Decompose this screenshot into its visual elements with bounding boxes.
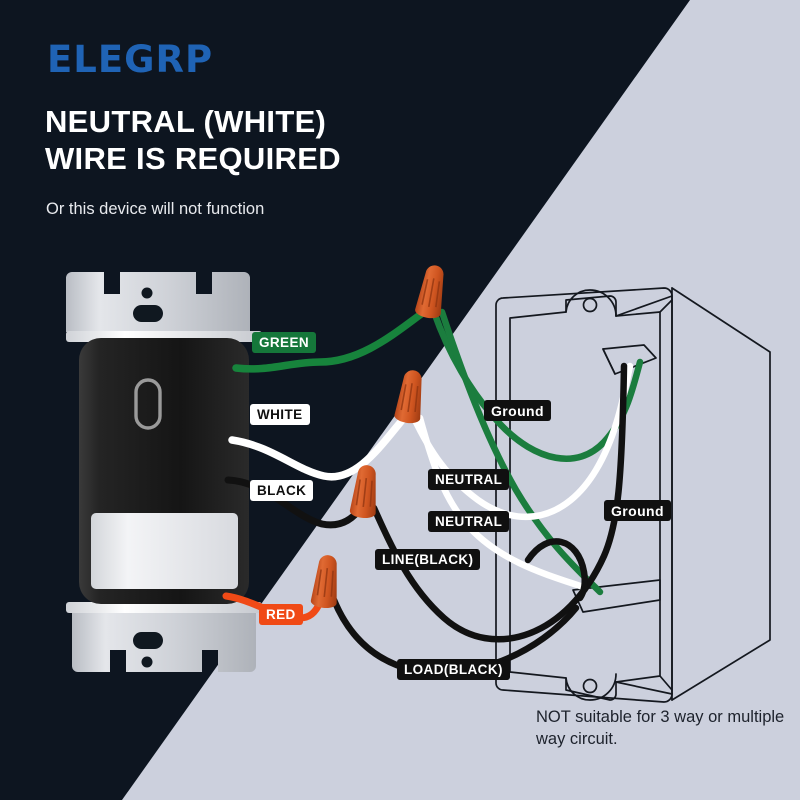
wire-white-neutral-upper [410, 362, 634, 521]
label-black: BLACK [250, 480, 314, 501]
box-ear-bottom [565, 673, 617, 701]
wire-nut-line [349, 465, 376, 519]
wire-white-device [228, 414, 408, 481]
device-paddle [91, 513, 238, 589]
box-ear-top [565, 289, 617, 317]
device-yoke-top [66, 272, 250, 332]
label-red: RED [259, 604, 303, 625]
wire-nut-neutral [394, 370, 422, 424]
label-load: LOAD(BLACK) [397, 659, 510, 680]
headline-line-2: WIRE IS REQUIRED [45, 140, 341, 176]
label-neutral-upper: NEUTRAL [428, 469, 510, 490]
box-knockout-bottom [572, 579, 661, 613]
wire-black-box-loop [524, 538, 589, 602]
label-neutral-lower: NEUTRAL [428, 511, 510, 532]
brand-logo: ELEGRP [47, 38, 214, 81]
device-yoke-bottom [72, 612, 256, 672]
power-indicator-oval-icon [134, 378, 162, 430]
wire-green-box-lower [438, 308, 604, 596]
box-side-body [671, 287, 771, 701]
box-screw-top [582, 297, 598, 313]
wire-nut-load [310, 555, 337, 609]
footer-note: NOT suitable for 3 way or multiple way c… [536, 708, 785, 749]
label-ground-lower: Ground [604, 500, 671, 522]
wire-nut-ground [415, 265, 444, 319]
headline-line-1: NEUTRAL (WHITE) [45, 104, 327, 139]
label-green: GREEN [252, 332, 317, 353]
box-screw-bottom [582, 678, 598, 694]
wire-black-line [370, 362, 628, 643]
device-strip-bottom [66, 602, 262, 613]
label-ground-upper: Ground [484, 400, 551, 422]
label-line: LINE(BLACK) [375, 549, 481, 570]
wire-green-device [232, 308, 428, 373]
page-headline: NEUTRAL (WHITE) WIRE IS REQUIRED [45, 104, 341, 177]
page-subheadline: Or this device will not function [46, 200, 265, 218]
label-white: WHITE [250, 404, 310, 425]
